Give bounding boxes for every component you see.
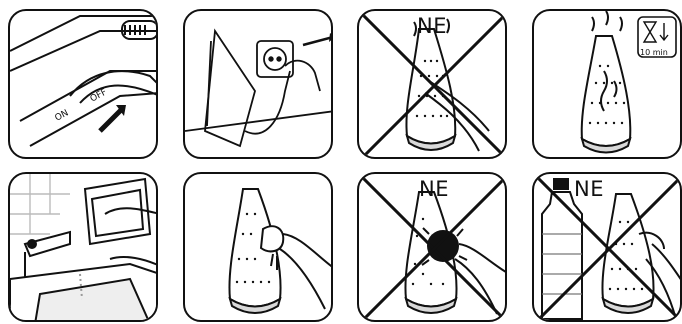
panel-unplug	[183, 9, 333, 159]
ne-label: NE	[417, 14, 447, 38]
unplug-illustration	[185, 11, 333, 159]
panel-no-chemicals: NE	[532, 172, 682, 322]
cooling-illustration	[534, 11, 682, 159]
timer-label: 10 min	[640, 48, 668, 57]
panel-wipe-cloth	[183, 172, 333, 322]
wipe-cloth-illustration	[185, 174, 333, 322]
panel-empty-tank	[8, 172, 158, 322]
ne-label: NE	[574, 177, 604, 201]
panel-no-touch-hot: NE	[357, 9, 507, 159]
no-chemicals-illustration	[534, 174, 682, 322]
panel-switch-off: ON OFF	[8, 9, 158, 159]
ne-label: NE	[419, 177, 449, 201]
empty-tank-illustration	[10, 174, 158, 322]
panel-cooling: 10 min	[532, 9, 682, 159]
panel-no-abrasive: NE	[357, 172, 507, 322]
switch-off-illustration	[10, 11, 158, 159]
